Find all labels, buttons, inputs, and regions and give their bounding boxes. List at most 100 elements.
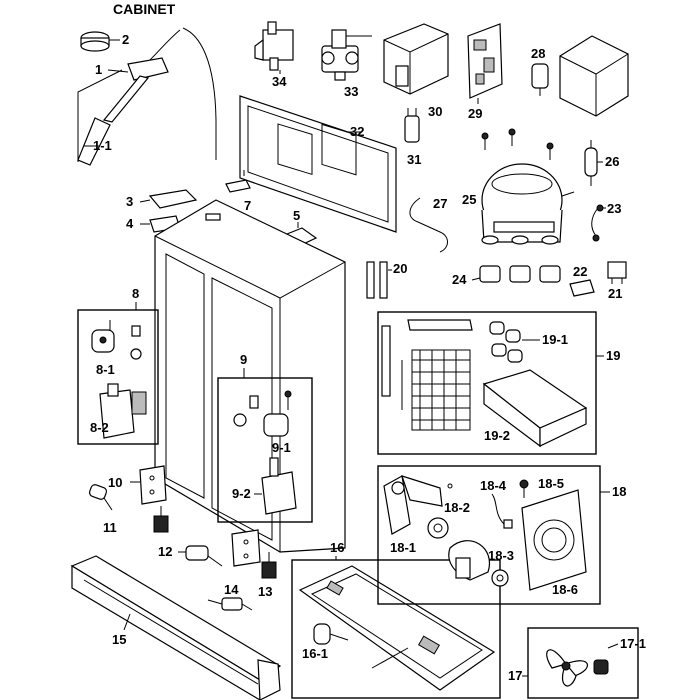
part-compressor-cover <box>559 35 629 117</box>
part-25-compressor <box>481 163 575 243</box>
callout-10: 10 <box>108 475 122 490</box>
callout-15: 15 <box>112 632 126 647</box>
part-24-grommets <box>471 235 561 283</box>
part-27-hook <box>409 197 448 253</box>
part-8-1-hinge-pin <box>91 320 142 360</box>
callout-8-2: 8-2 <box>90 420 109 435</box>
part-15-base-grille <box>70 555 282 700</box>
callout-19-2: 19-2 <box>484 428 510 443</box>
part-18-2-grommet <box>427 517 449 539</box>
part-33-valve <box>321 29 372 81</box>
callout-8-1: 8-1 <box>96 362 115 377</box>
callout-1-1: 1-1 <box>93 138 112 153</box>
part-28-capacitor <box>531 63 549 96</box>
part-21-relay <box>607 261 627 284</box>
part-1-drain-tube <box>77 27 217 166</box>
part-22-clip <box>569 279 595 297</box>
part-14-shaft <box>207 597 253 611</box>
callout-32: 32 <box>350 124 364 139</box>
callout-17: 17 <box>508 668 522 683</box>
callout-3: 3 <box>126 194 133 209</box>
part-8-2-hinge-bracket <box>99 383 147 439</box>
callout-28: 28 <box>531 46 545 61</box>
callout-2: 2 <box>122 32 129 47</box>
group-box-9 <box>217 377 313 523</box>
callout-18: 18 <box>612 484 626 499</box>
part-right-lower-hinge <box>231 529 261 567</box>
part-16-base-plate <box>298 565 496 691</box>
callout-18-1: 18-1 <box>390 540 416 555</box>
part-18-3-fan-motor <box>448 540 509 587</box>
callout-19-1: 19-1 <box>542 332 568 347</box>
callout-13: 13 <box>258 584 272 599</box>
compressor-bolts <box>481 128 554 160</box>
group-box-16 <box>291 559 501 699</box>
part-20-screws <box>366 261 392 299</box>
callout-12: 12 <box>158 544 172 559</box>
callout-16: 16 <box>330 540 344 555</box>
callout-5: 5 <box>293 208 300 223</box>
callout-20: 20 <box>393 261 407 276</box>
callout-17-1: 17-1 <box>620 636 646 651</box>
part-9-1-hinge-pin <box>233 390 292 437</box>
callout-26: 26 <box>605 154 619 169</box>
callout-27: 27 <box>433 196 447 211</box>
part-16-rod <box>371 647 409 669</box>
part-31-cylinder <box>404 108 420 143</box>
callout-9: 9 <box>240 352 247 367</box>
part-23-wire <box>591 204 606 242</box>
part-34-bracket <box>254 21 294 74</box>
part-17-fan-blade <box>546 649 589 687</box>
callout-8: 8 <box>132 286 139 301</box>
group-box-17 <box>527 627 639 699</box>
diagram-title: CABINET <box>113 1 176 17</box>
part-18-5-screw <box>519 479 529 498</box>
callout-18-6: 18-6 <box>552 582 578 597</box>
part-19-evaporator <box>381 319 473 431</box>
callout-18-2: 18-2 <box>444 500 470 515</box>
callout-18-4: 18-4 <box>480 478 507 493</box>
callout-30: 30 <box>428 104 442 119</box>
callout-9-1: 9-1 <box>272 440 291 455</box>
callout-7: 7 <box>244 198 251 213</box>
callout-22: 22 <box>573 264 587 279</box>
group-box-19 <box>377 311 597 455</box>
part-26-drier <box>584 140 603 186</box>
part-13-leveling-foot <box>261 552 277 579</box>
callout-34: 34 <box>272 74 287 89</box>
part-9-2-hinge-bracket <box>254 457 297 515</box>
part-16-1-roller <box>313 623 349 645</box>
part-2-clamp <box>80 31 120 52</box>
callout-18-3: 18-3 <box>488 548 514 563</box>
group-box-18 <box>377 465 601 605</box>
callout-31: 31 <box>407 152 421 167</box>
part-17-1-spring <box>593 643 619 675</box>
callout-33: 33 <box>344 84 358 99</box>
part-30-cover <box>383 23 449 95</box>
part-18-1-fan-shroud <box>383 475 443 535</box>
callout-25: 25 <box>462 192 476 207</box>
callout-23: 23 <box>607 201 621 216</box>
callout-1: 1 <box>95 62 102 77</box>
part-12-roller <box>178 545 223 567</box>
leveling-foot-left <box>153 506 169 533</box>
callout-18-5: 18-5 <box>538 476 564 491</box>
callout-29: 29 <box>468 106 482 121</box>
callout-19: 19 <box>606 348 620 363</box>
cabinet-body <box>154 199 346 553</box>
part-18-6-fan-bracket <box>521 489 587 591</box>
part-19-2-drain-pan <box>482 369 588 448</box>
part-7-plate <box>225 170 251 193</box>
part-29-pcb <box>467 23 503 104</box>
part-19-1-defrost-sensors <box>489 321 540 363</box>
part-10-lower-hinge <box>130 465 167 505</box>
part-32-back-panel <box>239 95 397 233</box>
callout-9-2: 9-2 <box>232 486 251 501</box>
part-18-4-wire <box>447 483 513 529</box>
callout-21: 21 <box>608 286 622 301</box>
callout-24: 24 <box>452 272 467 287</box>
callout-11: 11 <box>103 520 117 535</box>
group-box-8 <box>77 309 159 445</box>
callout-14: 14 <box>224 582 239 597</box>
